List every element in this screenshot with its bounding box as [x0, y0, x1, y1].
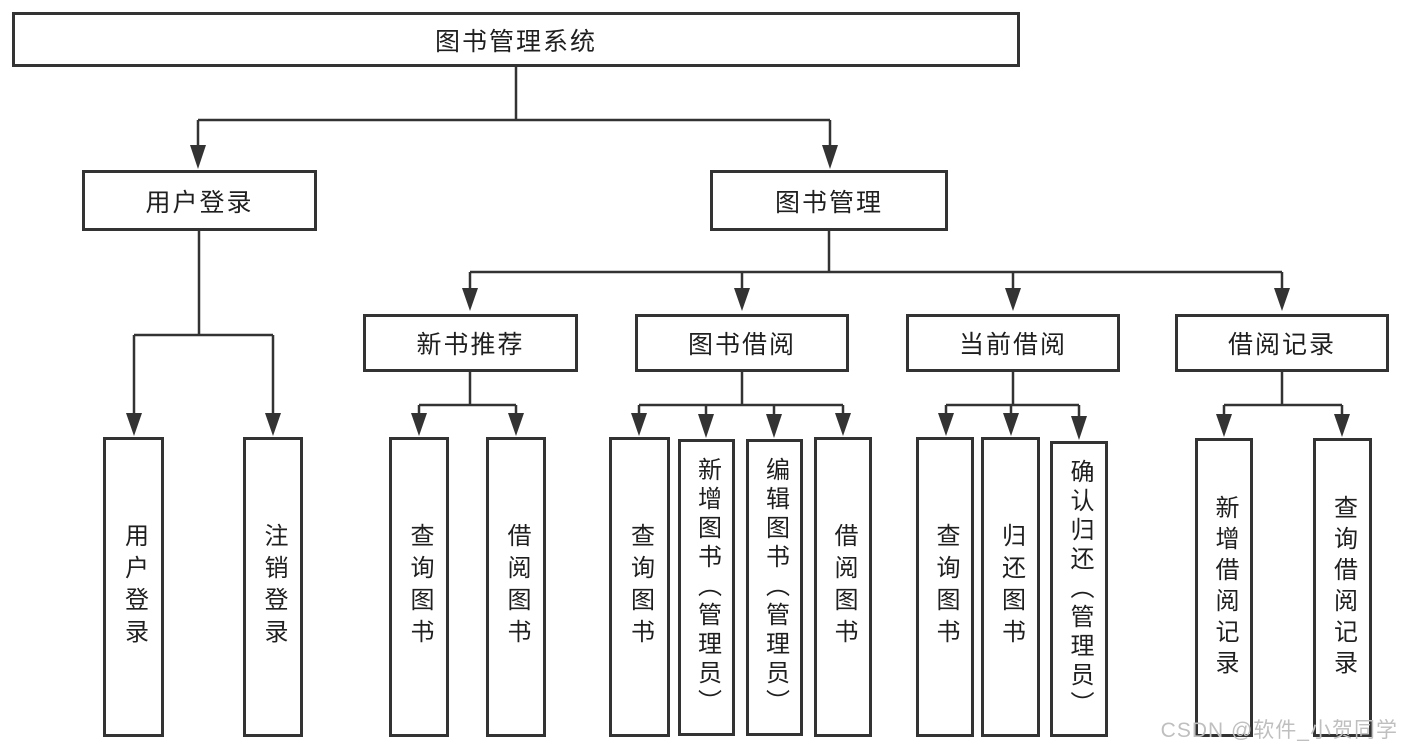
node-library-management-system: 图书管理系统 — [12, 12, 1020, 67]
leaf-return-books: 归还图书 — [981, 437, 1040, 737]
leaf-confirm-return-admin: 确认归还（管理员） — [1050, 441, 1108, 737]
leaf-edit-books-admin: 编辑图书（管理员） — [746, 439, 803, 736]
node-borrowing-records: 借阅记录 — [1175, 314, 1389, 372]
node-book-borrowing: 图书借阅 — [635, 314, 849, 372]
leaf-add-books-admin: 新增图书（管理员） — [678, 439, 735, 736]
arrowheads — [126, 145, 1350, 440]
node-user-login: 用户登录 — [82, 170, 317, 231]
leaf-user-login: 用户登录 — [103, 437, 164, 737]
leaf-query-books-current: 查询图书 — [916, 437, 974, 737]
leaf-borrow-books-borrowing: 借阅图书 — [814, 437, 872, 737]
leaf-query-books-recommendation: 查询图书 — [389, 437, 449, 737]
leaf-logout: 注销登录 — [243, 437, 303, 737]
leaf-borrow-books-recommendation: 借阅图书 — [486, 437, 546, 737]
node-current-borrowing: 当前借阅 — [906, 314, 1120, 372]
leaf-add-borrowing-record: 新增借阅记录 — [1195, 438, 1253, 737]
node-book-management: 图书管理 — [710, 170, 948, 231]
csdn-watermark: CSDN @软件_小贺同学 — [1160, 719, 1398, 742]
node-new-book-recommendation: 新书推荐 — [363, 314, 578, 372]
tree-edges — [132, 67, 1344, 421]
leaf-query-books-borrowing: 查询图书 — [609, 437, 670, 737]
leaf-query-borrowing-record: 查询借阅记录 — [1313, 438, 1372, 737]
